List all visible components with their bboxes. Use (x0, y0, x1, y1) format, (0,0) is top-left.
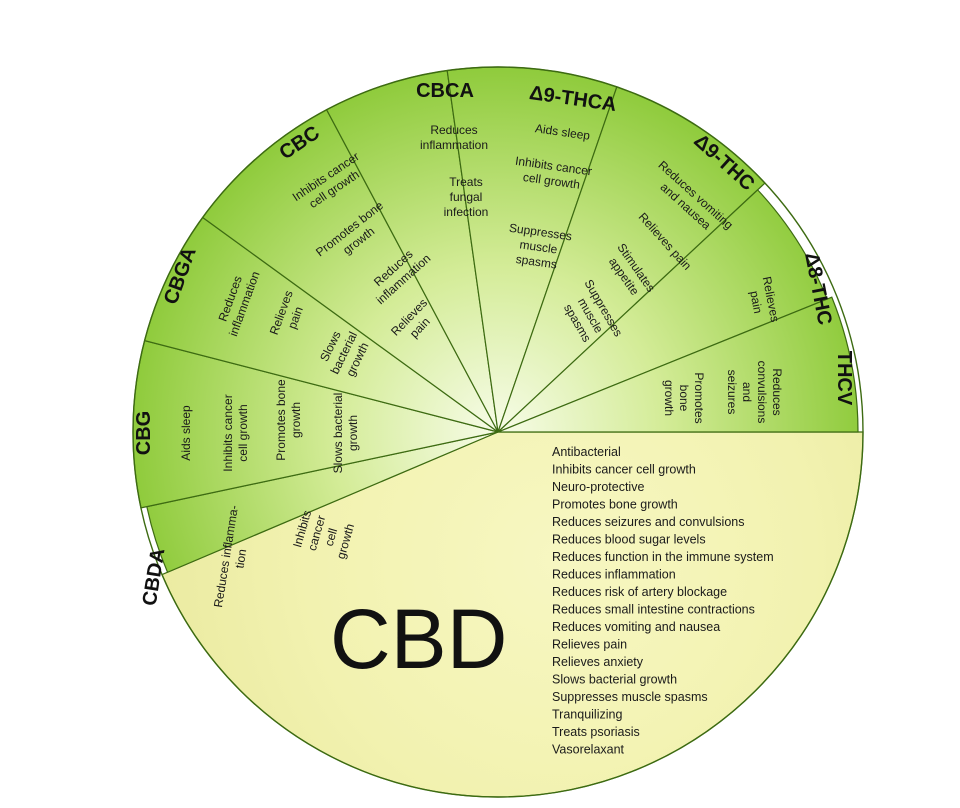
segment-title-cbda: CBDA (139, 547, 170, 608)
cbd-effect-item: Promotes bone growth (552, 498, 678, 512)
segment-effect-cbg: Slows bacterialgrowth (331, 393, 360, 474)
segment-d8thc (497, 189, 828, 433)
cbd-effect-item: Vasorelaxant (552, 743, 625, 757)
cbd-effect-item: Suppresses muscle spasms (552, 690, 708, 704)
cbd-effect-item: Reduces seizures and convulsions (552, 515, 744, 529)
cbd-effect-item: Relieves anxiety (552, 655, 644, 669)
segment-effect-d8thc: Relievespain (745, 275, 782, 326)
segment-effect-cbg: Aids sleep (179, 405, 193, 461)
segment-title-thcv: THCV (833, 351, 855, 406)
cbd-effect-item: Tranquilizing (552, 708, 622, 722)
segment-thcv (497, 296, 859, 433)
segment-effect-d9thca: Suppressesmusclespasms (504, 221, 573, 273)
cbd-effect-item: Inhibits cancer cell growth (552, 463, 696, 477)
segment-effect-cbg: Promotes bonegrowth (274, 379, 303, 461)
segment-effect-cbg: Inhibits cancercell growth (221, 394, 250, 471)
cbd-effect-item: Reduces small intestine contractions (552, 603, 755, 617)
cbd-effect-item: Reduces blood sugar levels (552, 533, 706, 547)
segment-title-cbg: CBG (133, 411, 155, 455)
segment-title-cbd: CBD (330, 592, 507, 686)
cbd-effect-item: Relieves pain (552, 638, 627, 652)
cbd-effect-item: Slows bacterial growth (552, 673, 677, 687)
segment-title-cbca: CBCA (416, 80, 474, 102)
cbd-effect-item: Reduces function in the immune system (552, 550, 774, 564)
cbd-effect-item: Neuro-protective (552, 480, 644, 494)
wheel-outline (132, 66, 864, 798)
segment-effect-thcv: Reducesconvulsionsandseizures (725, 361, 784, 424)
cbd-effect-item: Antibacterial (552, 445, 621, 459)
cbd-effect-item: Treats psoriasis (552, 725, 640, 739)
cbd-effect-item: Reduces vomiting and nausea (552, 620, 720, 634)
cbd-effect-item: Reduces inflammation (552, 568, 676, 582)
segment-effect-thcv: Promotesbonegrowth (662, 372, 706, 423)
cbd-effect-item: Reduces risk of artery blockage (552, 585, 727, 599)
